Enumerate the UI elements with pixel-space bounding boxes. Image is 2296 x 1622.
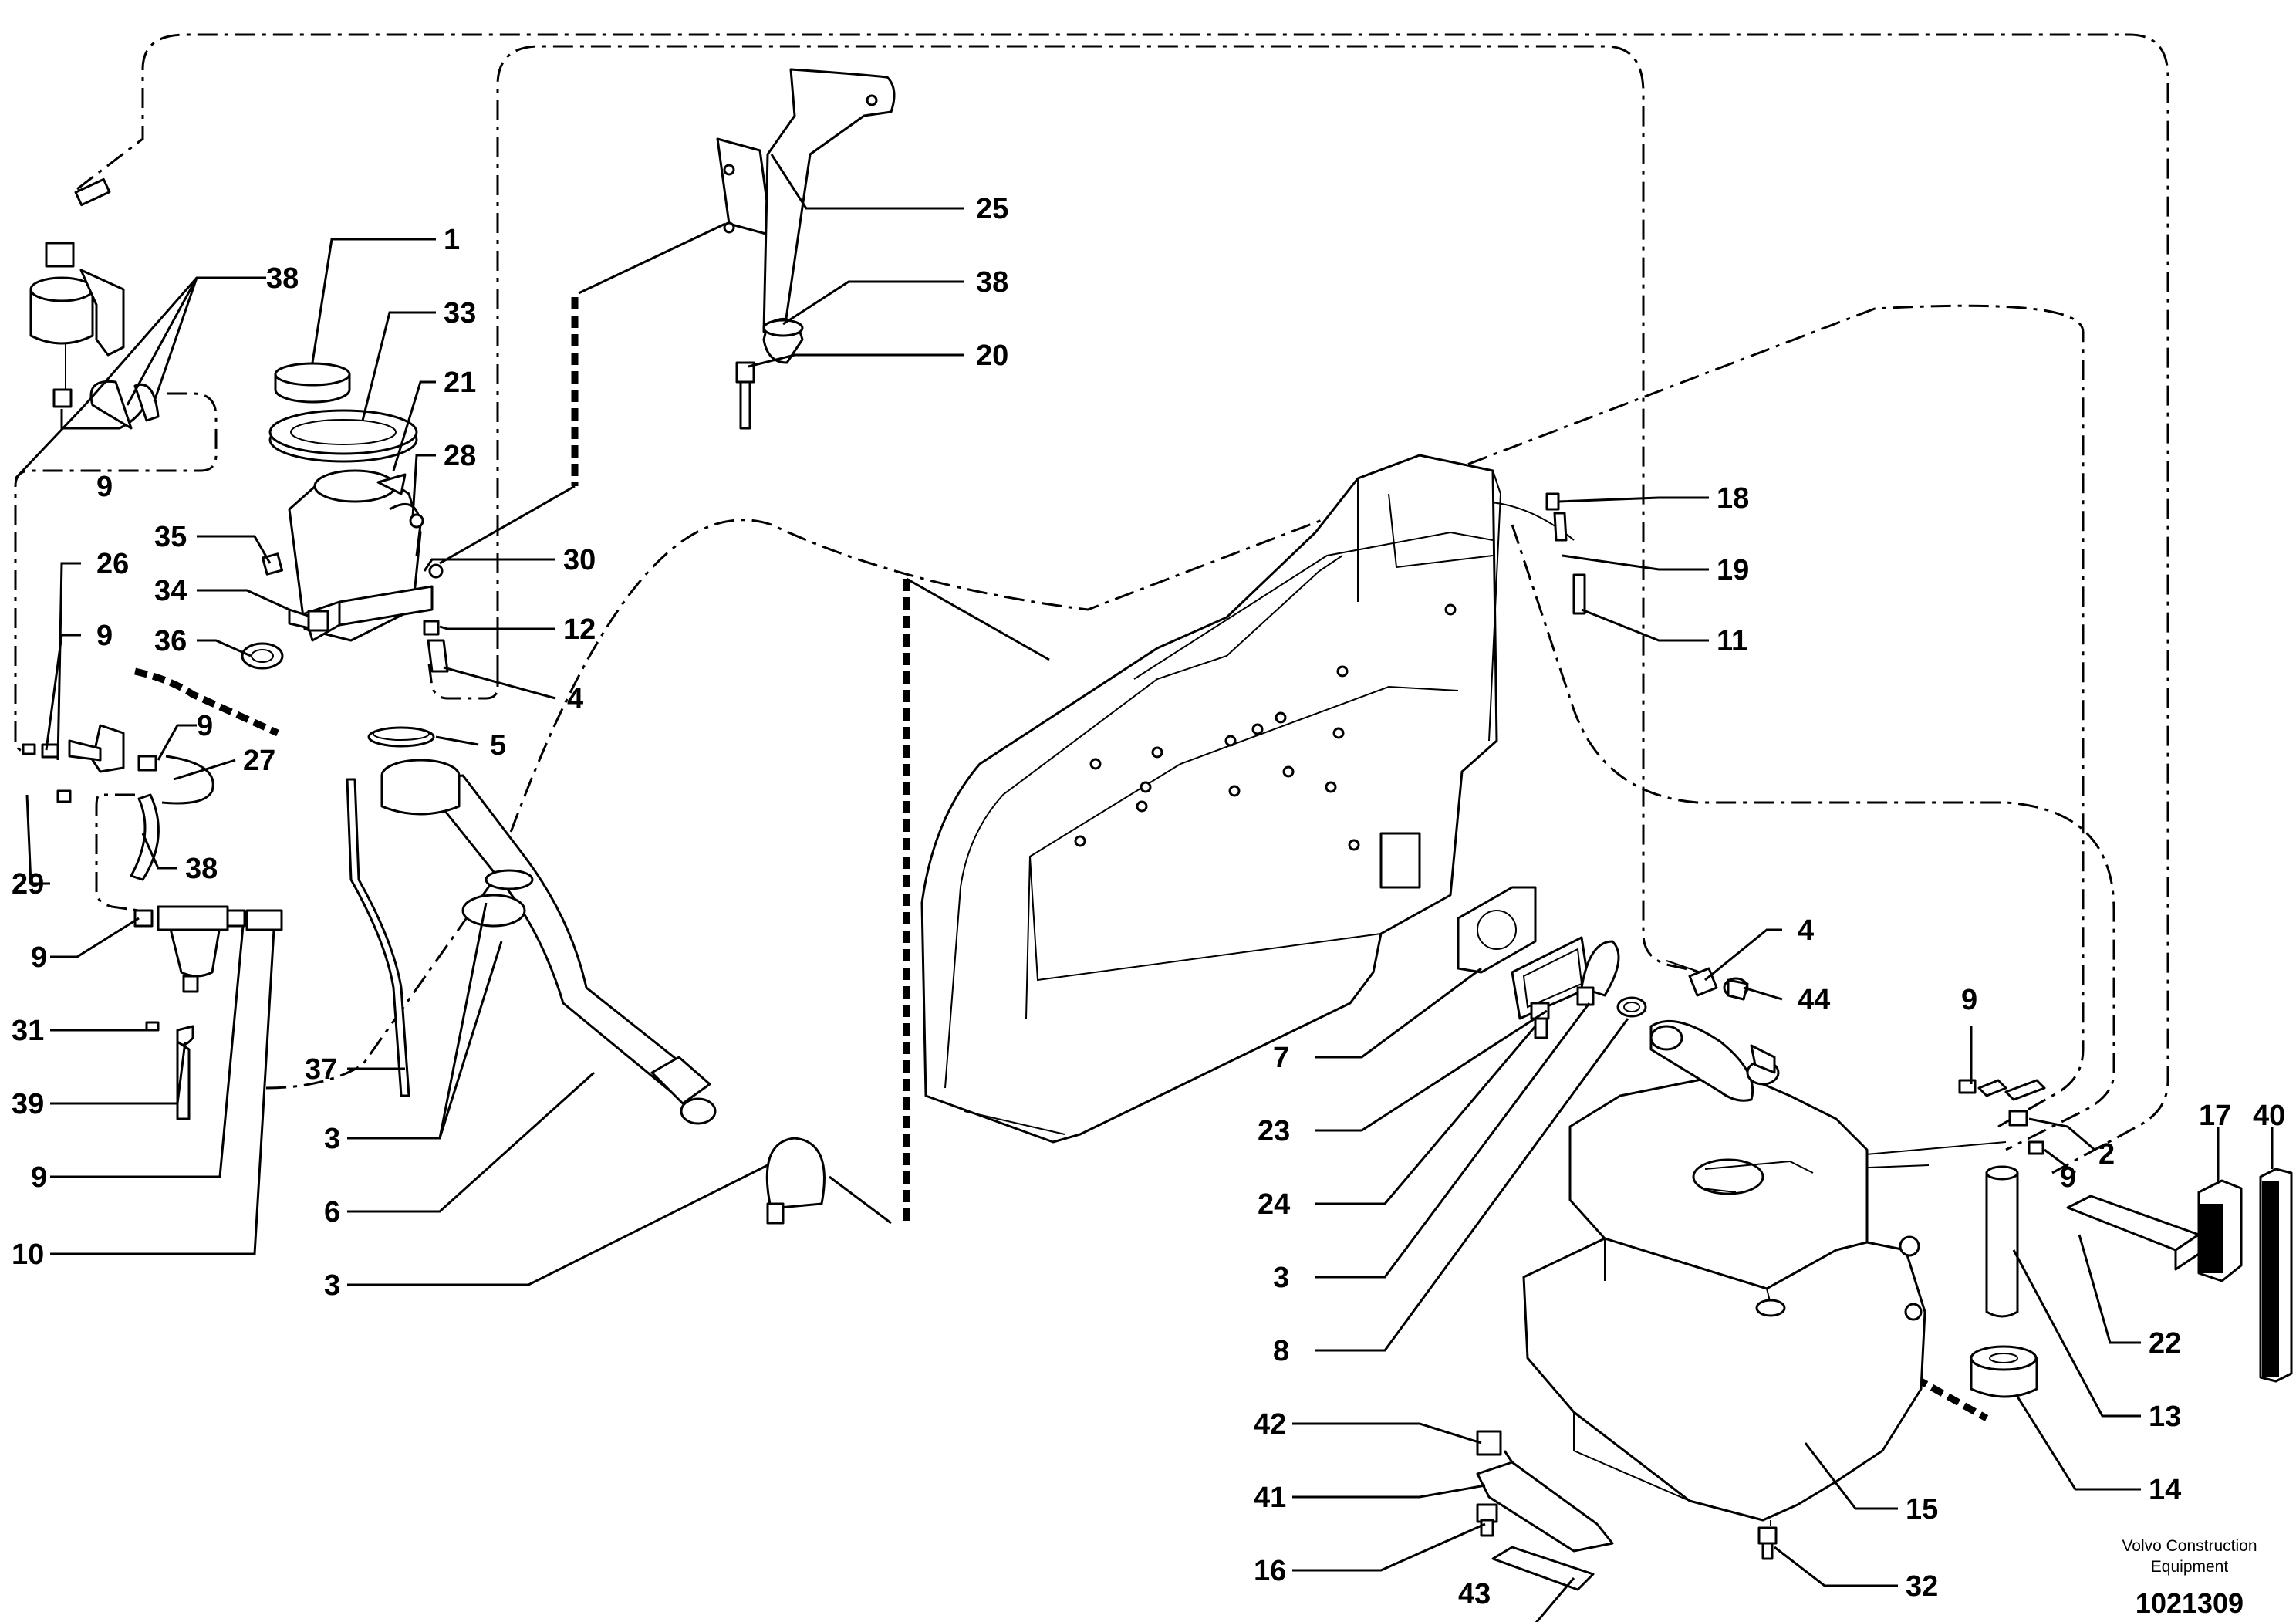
callout-35: 35 — [154, 521, 187, 553]
callout-6: 6 — [324, 1196, 340, 1228]
callout-34: 34 — [154, 575, 187, 607]
panel-holes — [1074, 603, 1457, 889]
callout-38: 38 — [266, 262, 299, 295]
callout-8: 8 — [1273, 1335, 1289, 1367]
callout-20: 20 — [976, 340, 1008, 372]
fuel-filter-upper — [29, 177, 160, 430]
callout-9: 9 — [31, 941, 47, 974]
tank-bracket-upper — [716, 68, 896, 364]
callout-10: 10 — [12, 1238, 44, 1271]
callout-15: 15 — [1906, 1493, 1938, 1526]
callout-22: 22 — [2149, 1327, 2181, 1360]
callout-30: 30 — [563, 544, 596, 576]
callout-32: 32 — [1906, 1570, 1938, 1603]
callout-23: 23 — [1258, 1115, 1290, 1147]
pad-22 — [2066, 1195, 2200, 1271]
clamp-8 — [1616, 996, 1647, 1018]
screw-32 — [1757, 1526, 1778, 1560]
callout-19: 19 — [1717, 554, 1749, 586]
spacer-tube-13 — [1985, 1165, 2019, 1318]
callout-36: 36 — [154, 625, 187, 657]
callout-4: 4 — [567, 683, 583, 715]
cable-tie-lower — [765, 1137, 826, 1225]
callout-9: 9 — [96, 471, 113, 503]
callout-18: 18 — [1717, 482, 1749, 515]
callout-4: 4 — [1798, 914, 1814, 947]
callout-41: 41 — [1254, 1482, 1286, 1514]
rubber-bushing-14 — [1970, 1345, 2038, 1398]
drawing-number: 1021309 — [2136, 1587, 2244, 1619]
filler-pipe — [380, 759, 717, 1125]
callout-17: 17 — [2199, 1100, 2231, 1132]
callout-14: 14 — [2149, 1474, 2181, 1506]
pump-plate — [1457, 886, 1537, 974]
callout-12: 12 — [563, 613, 596, 646]
filler-ring — [268, 409, 418, 463]
callout-33: 33 — [444, 297, 476, 329]
callout-9: 9 — [31, 1161, 47, 1194]
cable-tie-right — [1576, 940, 1620, 1006]
callout-24: 24 — [1258, 1188, 1290, 1221]
callout-26: 26 — [96, 548, 129, 580]
brand-line-2: Equipment — [2151, 1558, 2229, 1576]
callout-9: 9 — [197, 710, 213, 742]
leader-lines — [14, 154, 2274, 1622]
callout-16: 16 — [1254, 1555, 1286, 1587]
callout-42: 42 — [1254, 1408, 1286, 1441]
callout-9: 9 — [2060, 1161, 2076, 1194]
callout-28: 28 — [444, 440, 476, 472]
filter-bracket — [22, 724, 214, 881]
pump-gasket — [1511, 936, 1591, 1020]
screw-24 — [1530, 1002, 1550, 1039]
rubber-pad-43 — [1491, 1546, 1595, 1591]
callout-3: 3 — [1273, 1262, 1289, 1294]
pad-40 — [2259, 1168, 2293, 1383]
callout-38: 38 — [976, 266, 1008, 299]
callout-38: 38 — [185, 853, 218, 885]
callout-7: 7 — [1273, 1042, 1289, 1074]
footer: Volvo Construction Equipment 1021309 — [2122, 1537, 2257, 1619]
callout-31: 31 — [12, 1015, 44, 1047]
tank-strap — [1476, 1430, 1614, 1553]
pad-17 — [2197, 1179, 2243, 1282]
callout-2: 2 — [2098, 1138, 2115, 1171]
small-hose-pieces — [423, 620, 449, 673]
callout-39: 39 — [12, 1088, 44, 1120]
side-panel — [920, 454, 1502, 1144]
hose-clamp-5 — [367, 726, 435, 748]
callout-21: 21 — [444, 367, 476, 399]
small-fasteners-left — [241, 513, 444, 670]
callout-44: 44 — [1798, 984, 1830, 1016]
callout-40: 40 — [2253, 1100, 2285, 1132]
callout-3: 3 — [324, 1123, 340, 1155]
callout-43: 43 — [1458, 1578, 1491, 1610]
fuel-tank — [1522, 1019, 1926, 1522]
bolt-20 — [735, 361, 755, 430]
callout-numbers: 1 33 21 28 38 9 35 34 30 12 36 26 9 4 5 … — [12, 193, 2285, 1610]
callout-5: 5 — [490, 729, 506, 762]
brand-line-1: Volvo Construction — [2122, 1537, 2257, 1555]
callout-9: 9 — [96, 620, 113, 652]
callout-13: 13 — [2149, 1401, 2181, 1433]
callout-3: 3 — [324, 1269, 340, 1302]
callout-27: 27 — [243, 745, 275, 777]
callout-37: 37 — [305, 1053, 337, 1086]
callout-29: 29 — [12, 868, 44, 901]
callout-25: 25 — [976, 193, 1008, 225]
callout-11: 11 — [1717, 625, 1747, 657]
water-separator-filter — [133, 905, 283, 1120]
filler-cap — [274, 362, 351, 404]
callout-9: 9 — [1961, 984, 1977, 1016]
breather-tube — [346, 778, 410, 1097]
callout-1: 1 — [444, 224, 460, 256]
